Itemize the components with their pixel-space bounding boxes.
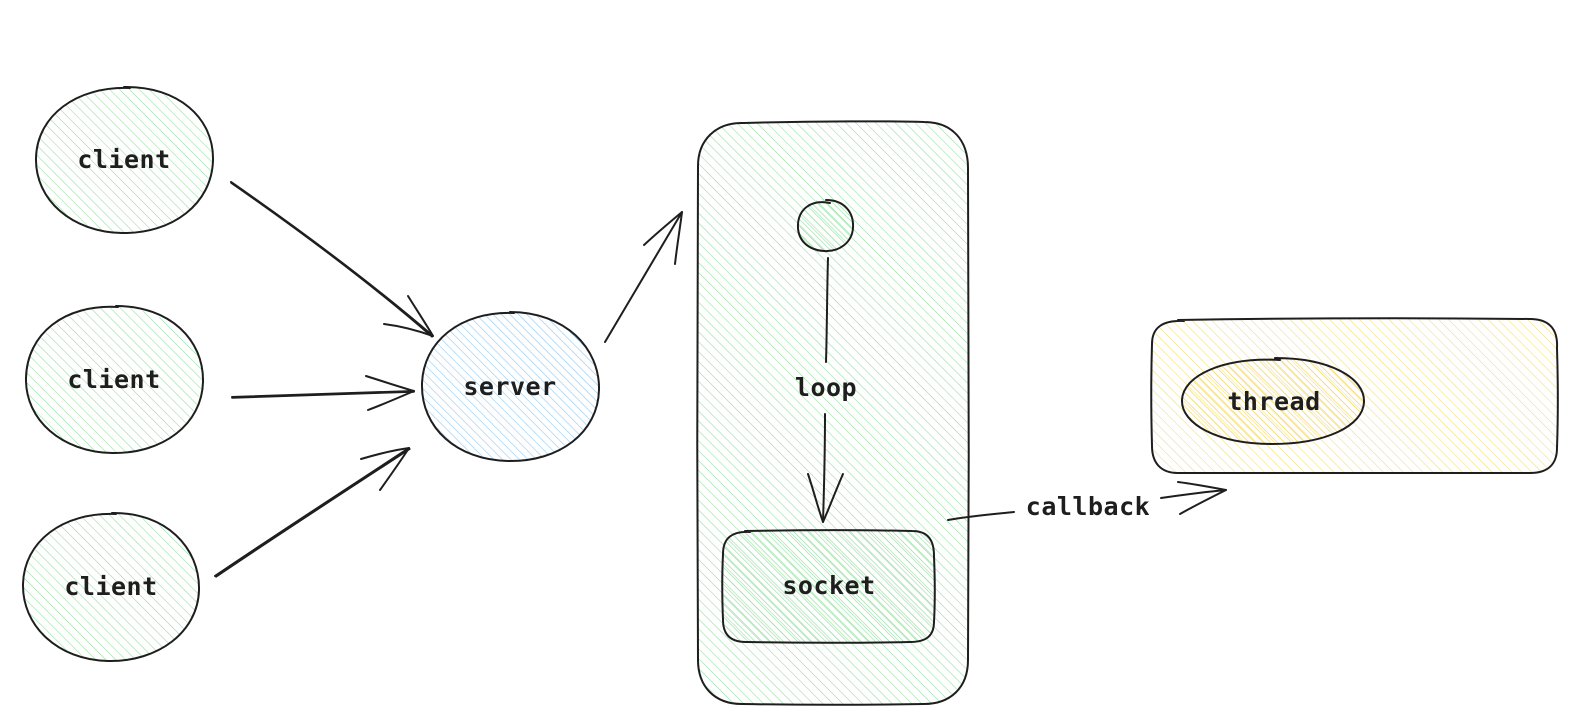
callback-label: callback (1026, 492, 1150, 521)
thread-label: thread (1227, 387, 1320, 416)
client-label-bottom: client (64, 572, 157, 601)
arrow-client-bottom-to-server (214, 447, 411, 578)
loop-label: loop (795, 373, 857, 402)
server-node: server (420, 311, 601, 463)
callback-edge: callback (947, 481, 1227, 521)
thread-node: thread (1180, 357, 1366, 445)
arrow-client-top-to-server (230, 181, 434, 338)
client-node-bottom: client (21, 511, 201, 663)
client-label-middle: client (67, 365, 160, 394)
client-label-top: client (77, 145, 170, 174)
socket-node: socket (721, 529, 936, 644)
arrow-server-to-loop (604, 211, 683, 343)
loop-start-circle (796, 199, 855, 253)
client-node-middle: client (24, 305, 205, 455)
socket-label: socket (782, 571, 875, 600)
arrow-client-middle-to-server (231, 375, 415, 411)
client-node-top: client (34, 85, 215, 235)
server-label: server (463, 372, 556, 401)
loop-edge: loop (795, 257, 857, 523)
